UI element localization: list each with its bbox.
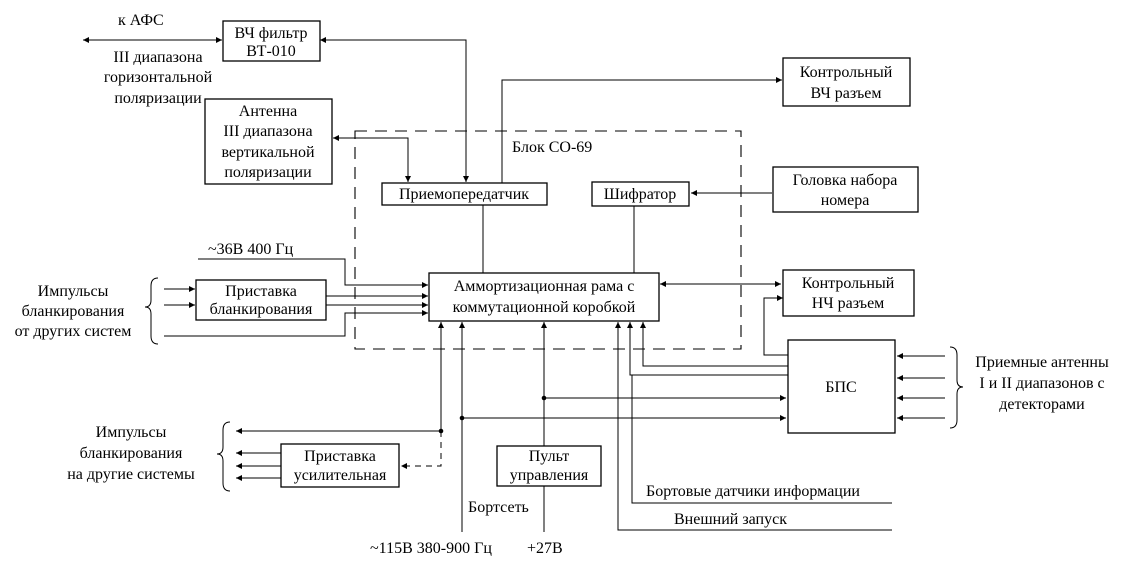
transceiver-label: Приемопередатчик: [399, 186, 529, 203]
control-vch-block: Контрольный ВЧ разъем: [782, 57, 911, 107]
label-blank-out-line2: бланкирования: [80, 445, 183, 462]
bps-label: БПС: [825, 379, 856, 396]
label-blank-out-line3: на другие системы: [67, 466, 195, 483]
blanking-attachment-line2: бланкирования: [210, 301, 313, 318]
wire-antenna-transceiver: [365, 137, 411, 182]
label-blank-in-line1: Импульсы: [38, 283, 109, 300]
brace-blank-in: [144, 277, 159, 345]
control-panel-line1: Пульт: [529, 448, 570, 465]
amplifier-attachment-block: Приставка усилительная: [280, 443, 400, 488]
control-nch-line2: НЧ разъем: [812, 295, 885, 312]
blanking-attachment-block: Приставка бланкирования: [195, 279, 327, 321]
junction-dot: [541, 395, 547, 401]
label-power-36v: ~36В 400 Гц: [208, 241, 294, 258]
label-onboard-net: Бортсеть: [468, 499, 529, 516]
shock-frame-line1: Аммортизационная рама с: [454, 278, 635, 295]
wire-external-frame: [615, 322, 892, 531]
antenna-line1: Антенна: [239, 103, 297, 120]
dial-head-line2: номера: [821, 192, 870, 209]
antenna-line3: вертикальной: [221, 144, 315, 161]
amplifier-line1: Приставка: [304, 448, 376, 465]
label-blank-in-line2: бланкирования: [22, 303, 125, 320]
label-rx-line3: детекторами: [999, 396, 1085, 413]
control-panel-line2: управления: [510, 467, 589, 484]
control-vch-line1: Контрольный: [800, 64, 893, 81]
antenna-line2: III диапазона: [223, 123, 312, 140]
wire-bps-frame-2: [627, 322, 788, 376]
vch-filter-block: ВЧ фильтр ВТ-010: [222, 20, 321, 62]
label-power-27v: +27В: [527, 540, 563, 557]
label-to-afs: к АФС: [118, 12, 164, 29]
encoder-label: Шифратор: [604, 186, 677, 203]
label-blank-in-line3: от других систем: [15, 323, 132, 340]
junction-dot: [438, 428, 444, 434]
label-rx-line2: I и II диапазонов с: [979, 375, 1104, 392]
block-co69-label: Блок СО-69: [512, 139, 592, 156]
dial-head-line1: Головка набора: [793, 172, 898, 189]
wire-bps-control-nch: [763, 295, 788, 356]
label-horizontal-line1: III диапазона: [113, 49, 202, 66]
label-external-start: Внешний запуск: [674, 511, 787, 528]
blanking-attachment-line1: Приставка: [225, 283, 297, 300]
wire-transceiver-control-vch: [501, 77, 782, 183]
label-horizontal-line2: горизонтальной: [104, 69, 213, 86]
control-panel-block: Пульт управления: [496, 445, 602, 487]
shock-frame-block: Аммортизационная рама с коммутационной к…: [428, 272, 660, 322]
label-power-115v: ~115В 380-900 Гц: [370, 540, 492, 557]
label-blank-out-line1: Импульсы: [96, 424, 167, 441]
wire-bps-frame-1: [640, 322, 788, 367]
bps-block: БПС: [787, 339, 896, 434]
brace-blank-out: [216, 421, 231, 492]
vch-filter-line1: ВЧ фильтр: [234, 25, 307, 42]
vch-filter-line2: ВТ-010: [246, 43, 296, 60]
connections: [83, 37, 945, 532]
junction-dot: [459, 415, 465, 421]
label-onboard-sensors: Бортовые датчики информации: [646, 483, 860, 500]
antenna-line4: поляризации: [224, 164, 312, 181]
wire-filter-transceiver: [320, 37, 469, 182]
control-nch-line1: Контрольный: [802, 275, 895, 292]
transceiver-block: Приемопередатчик: [381, 182, 548, 206]
brace-rx-antennas: [949, 346, 964, 429]
shock-frame-line2: коммутационной коробкой: [453, 299, 636, 316]
wire-blank-bypass: [164, 310, 428, 337]
encoder-block: Шифратор: [591, 181, 690, 207]
wire-power-36v: [198, 258, 428, 288]
amplifier-line2: усилительная: [294, 467, 387, 484]
wire-frame-amplifier: [401, 431, 442, 469]
label-rx-line1: Приемные антенны: [975, 354, 1109, 371]
label-horizontal-line3: поляризации: [114, 90, 202, 107]
control-nch-block: Контрольный НЧ разъем: [782, 269, 915, 317]
control-vch-line2: ВЧ разъем: [811, 85, 882, 102]
antenna-vertical-block: Антенна III диапазона вертикальной поляр…: [204, 98, 333, 185]
dial-head-block: Головка набора номера: [772, 166, 919, 213]
